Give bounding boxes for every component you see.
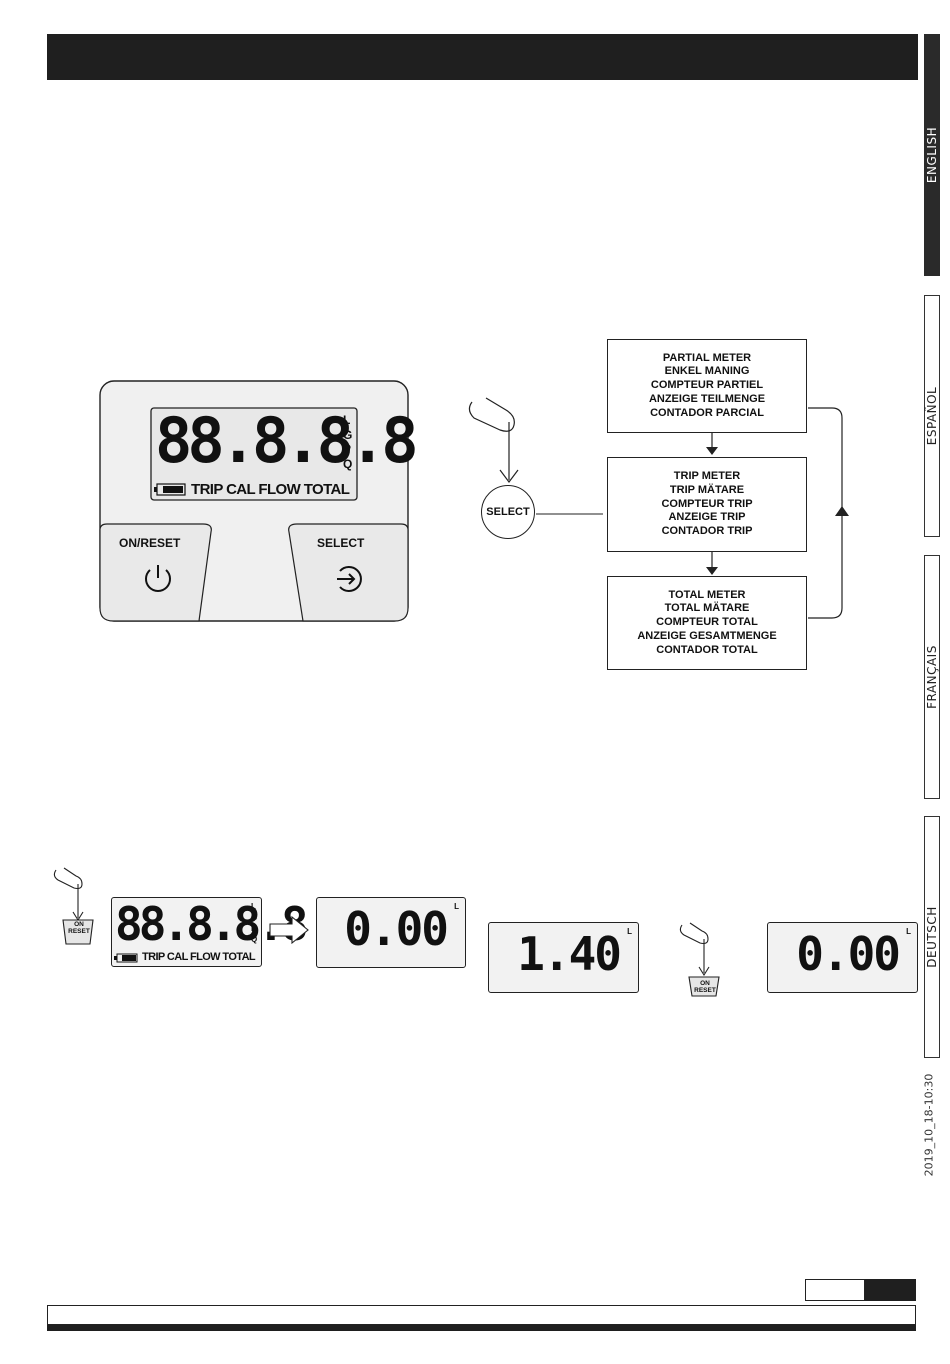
flow-box-trip: TRIP METER TRIP MÄTARE COMPTEUR TRIP ANZ… [607,457,807,552]
unit-p: P [343,442,352,456]
unit-q: Q [343,456,353,471]
flow-text: ANZEIGE GESAMTMENGE [637,629,777,642]
finger-press-icon [679,922,720,997]
select-button-label[interactable]: SELECT [317,536,365,550]
meter-device: 88.8.8.8 L G P Q TRIP CAL FLOW TOTAL ON/… [99,380,419,623]
header-bar [47,34,918,80]
display-zero-2: 0.00 L [767,922,918,993]
select-button-diagram: SELECT [481,485,535,539]
unit-q: Q [251,935,258,944]
display-value: 1.40 [517,927,622,981]
datestamp: 2019_10_18-10:30 [922,1073,936,1177]
flow-connectors [468,397,849,619]
reset-label: RESET [694,987,716,994]
flow-text: CONTADOR TOTAL [656,643,758,656]
display-value: 0.00 [344,902,449,956]
flow-text: COMPTEUR TOTAL [656,616,758,629]
display-trip-value: 1.40 L [488,922,639,993]
battery-icon [114,953,138,963]
all-segments-display: 88.8.8.8 L G P Q TRIP CAL FLOW TOTAL [111,897,309,967]
tab-deutsch[interactable]: DEUTSCH [924,816,940,1058]
tab-english[interactable]: ENGLISH [924,34,940,276]
flow-text: TRIP MÄTARE [669,483,745,496]
tab-label: ESPAÑOL [925,386,939,446]
main-lcd-status-row: TRIP CAL FLOW TOTAL [191,481,350,498]
display-zero-1: 0.00 L [316,897,466,968]
next-arrow-icon [269,915,309,945]
all-segments-status-row: TRIP CAL FLOW TOTAL [142,951,256,963]
display-unit: L [627,927,632,936]
unit-p: P [251,924,257,933]
unit-g: G [251,913,258,922]
unit-l: L [343,413,351,427]
on-label: ON [700,980,710,987]
flow-text: CONTADOR PARCIAL [650,406,764,419]
finger-press-icon [53,867,94,945]
flow-text: TOTAL METER [668,588,746,601]
tab-label: ENGLISH [925,126,939,184]
display-unit: L [906,927,911,936]
on-reset-key-label: ON RESET [64,921,94,935]
flow-box-partial: PARTIAL METER ENKEL MANING COMPTEUR PART… [607,339,807,433]
tab-espanol[interactable]: ESPAÑOL [924,295,940,537]
flow-text: PARTIAL METER [662,351,752,364]
page-number-box [805,1279,865,1301]
flow-text: CONTADOR TRIP [661,525,753,538]
tab-francais[interactable]: FRANÇAIS [924,555,940,799]
unit-g: G [343,427,353,442]
footer-bar [47,1325,916,1331]
tab-label: DEUTSCH [925,906,939,968]
flow-text: ANZEIGE TRIP [668,511,746,524]
on-label: ON [74,921,84,928]
flow-box-total: TOTAL METER TOTAL MÄTARE COMPTEUR TOTAL … [607,576,807,670]
flow-text: COMPTEUR PARTIEL [650,379,764,392]
on-reset-key-label: ON RESET [690,980,720,994]
unit-l: L [251,902,256,911]
reset-label: RESET [68,928,90,935]
display-value: 0.00 [796,927,901,981]
main-lcd-digits: 88.8.8.8 [155,404,419,477]
tab-label: FRANÇAIS [925,645,939,709]
main-lcd-units: L G P Q [343,413,352,471]
flow-text: ENKEL MANING [664,365,750,378]
flow-text: TRIP METER [673,470,741,482]
flow-text: TOTAL MÄTARE [664,602,750,615]
footer-frame [47,1305,916,1325]
on-reset-button-label[interactable]: ON/RESET [119,536,181,550]
meter-device-outline [99,380,409,622]
flow-text: ANZEIGE TEILMENGE [648,392,766,405]
flow-text: COMPTEUR TRIP [661,497,753,510]
all-segments-units: L G P Q [251,901,257,945]
display-unit: L [454,902,459,911]
page-number-box-dark [865,1279,916,1301]
power-icon [145,565,171,592]
